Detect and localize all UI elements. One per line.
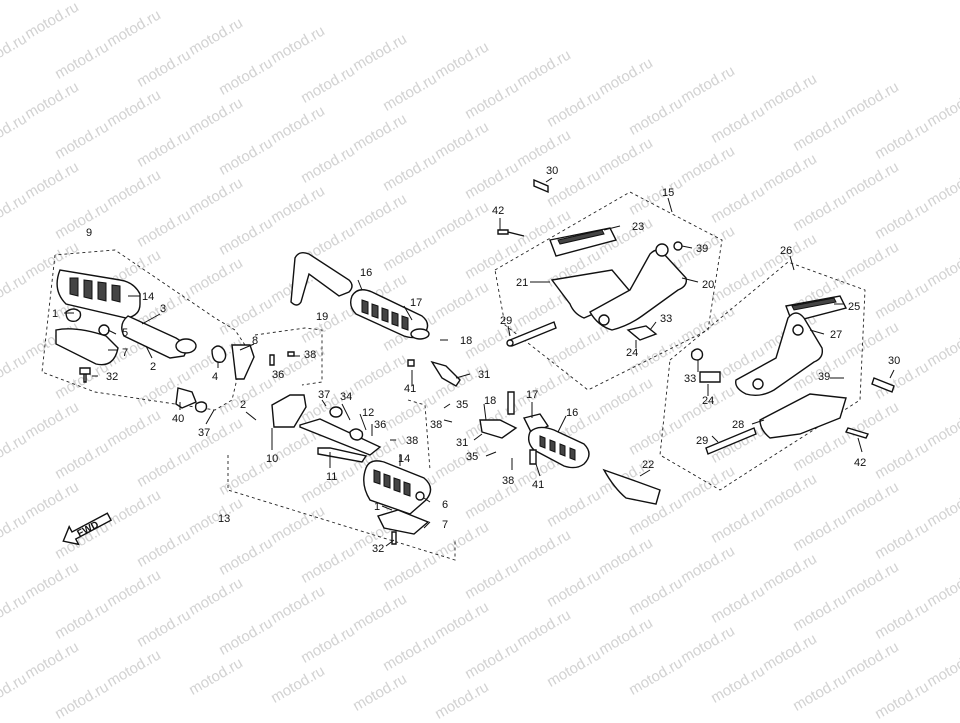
- callout-38c: 38: [430, 419, 442, 431]
- callout-16: 16: [360, 267, 372, 279]
- callout-37: 37: [198, 427, 210, 439]
- callout-2: 2: [150, 361, 156, 373]
- callout-19: 19: [316, 311, 328, 323]
- callout-32: 32: [106, 371, 118, 383]
- callout-14b: 14: [398, 453, 410, 465]
- callout-39: 39: [696, 243, 708, 255]
- fwd-arrow: FWD: [62, 512, 113, 546]
- callout-33: 33: [660, 313, 672, 325]
- callout-7b: 7: [442, 519, 448, 531]
- callout-23: 23: [632, 221, 644, 233]
- callout-17b: 17: [526, 389, 538, 401]
- callout-16b: 16: [566, 407, 578, 419]
- callout-28: 28: [732, 419, 744, 431]
- callout-18b: 18: [484, 395, 496, 407]
- callout-27: 27: [830, 329, 842, 341]
- fwd-label: FWD: [76, 519, 101, 539]
- leader-lines: [64, 177, 895, 547]
- callout-32b: 32: [372, 543, 384, 555]
- callout-36: 36: [272, 369, 284, 381]
- callout-2b: 2: [240, 399, 246, 411]
- callout-24b: 24: [702, 395, 714, 407]
- callout-25: 25: [848, 301, 860, 313]
- callout-41b: 41: [532, 479, 544, 491]
- callout-29b: 29: [696, 435, 708, 447]
- callout-34: 34: [340, 391, 352, 403]
- callout-31: 31: [478, 369, 490, 381]
- callout-3: 3: [160, 303, 166, 315]
- callout-5: 5: [122, 327, 128, 339]
- callout-26: 26: [780, 245, 792, 257]
- callout-4: 4: [212, 371, 218, 383]
- brake-pedal-assembly: [269, 251, 432, 545]
- callout-6: 6: [442, 499, 448, 511]
- callout-38: 38: [304, 349, 316, 361]
- callout-9: 9: [86, 227, 92, 239]
- callout-30: 30: [546, 165, 558, 177]
- callout-7: 7: [122, 347, 128, 359]
- callout-15: 15: [662, 187, 674, 199]
- callout-42: 42: [492, 205, 504, 217]
- callout-40: 40: [172, 413, 184, 425]
- callout-21: 21: [516, 277, 528, 289]
- callout-36b: 36: [374, 419, 386, 431]
- callout-35: 35: [456, 399, 468, 411]
- callout-33b: 33: [684, 373, 696, 385]
- callout-38d: 38: [502, 475, 514, 487]
- callout-1b: 1: [374, 501, 380, 513]
- callout-8: 8: [252, 335, 258, 347]
- callout-labels: 9 14 1 3 5 2 7 32 4 8 36 38 19 40 37 2 1…: [52, 165, 900, 555]
- callout-30b: 30: [888, 355, 900, 367]
- callout-39b: 39: [818, 371, 830, 383]
- callout-37b: 37: [318, 389, 330, 401]
- rear-footpeg-right: [497, 178, 688, 347]
- callout-10: 10: [266, 453, 278, 465]
- callout-11: 11: [326, 471, 337, 483]
- group-outline-13: [227, 327, 456, 561]
- callout-41: 41: [404, 383, 416, 395]
- front-footpeg-left: [55, 269, 255, 413]
- callout-38b: 38: [406, 435, 418, 447]
- callout-1: 1: [52, 308, 58, 320]
- callout-42b: 42: [854, 457, 866, 469]
- callout-29: 29: [500, 315, 512, 327]
- callout-18: 18: [460, 335, 472, 347]
- center-brackets: [407, 359, 661, 505]
- callout-13: 13: [218, 513, 230, 525]
- callout-12: 12: [362, 407, 374, 419]
- callout-31b: 31: [456, 437, 468, 449]
- rear-footpeg-left: [690, 295, 895, 455]
- group-outline-15: [494, 191, 723, 391]
- callout-22: 22: [642, 459, 654, 471]
- callout-35b: 35: [466, 451, 478, 463]
- callout-14: 14: [142, 291, 154, 303]
- callout-20: 20: [702, 279, 714, 291]
- callout-17: 17: [410, 297, 422, 309]
- callout-24: 24: [626, 347, 638, 359]
